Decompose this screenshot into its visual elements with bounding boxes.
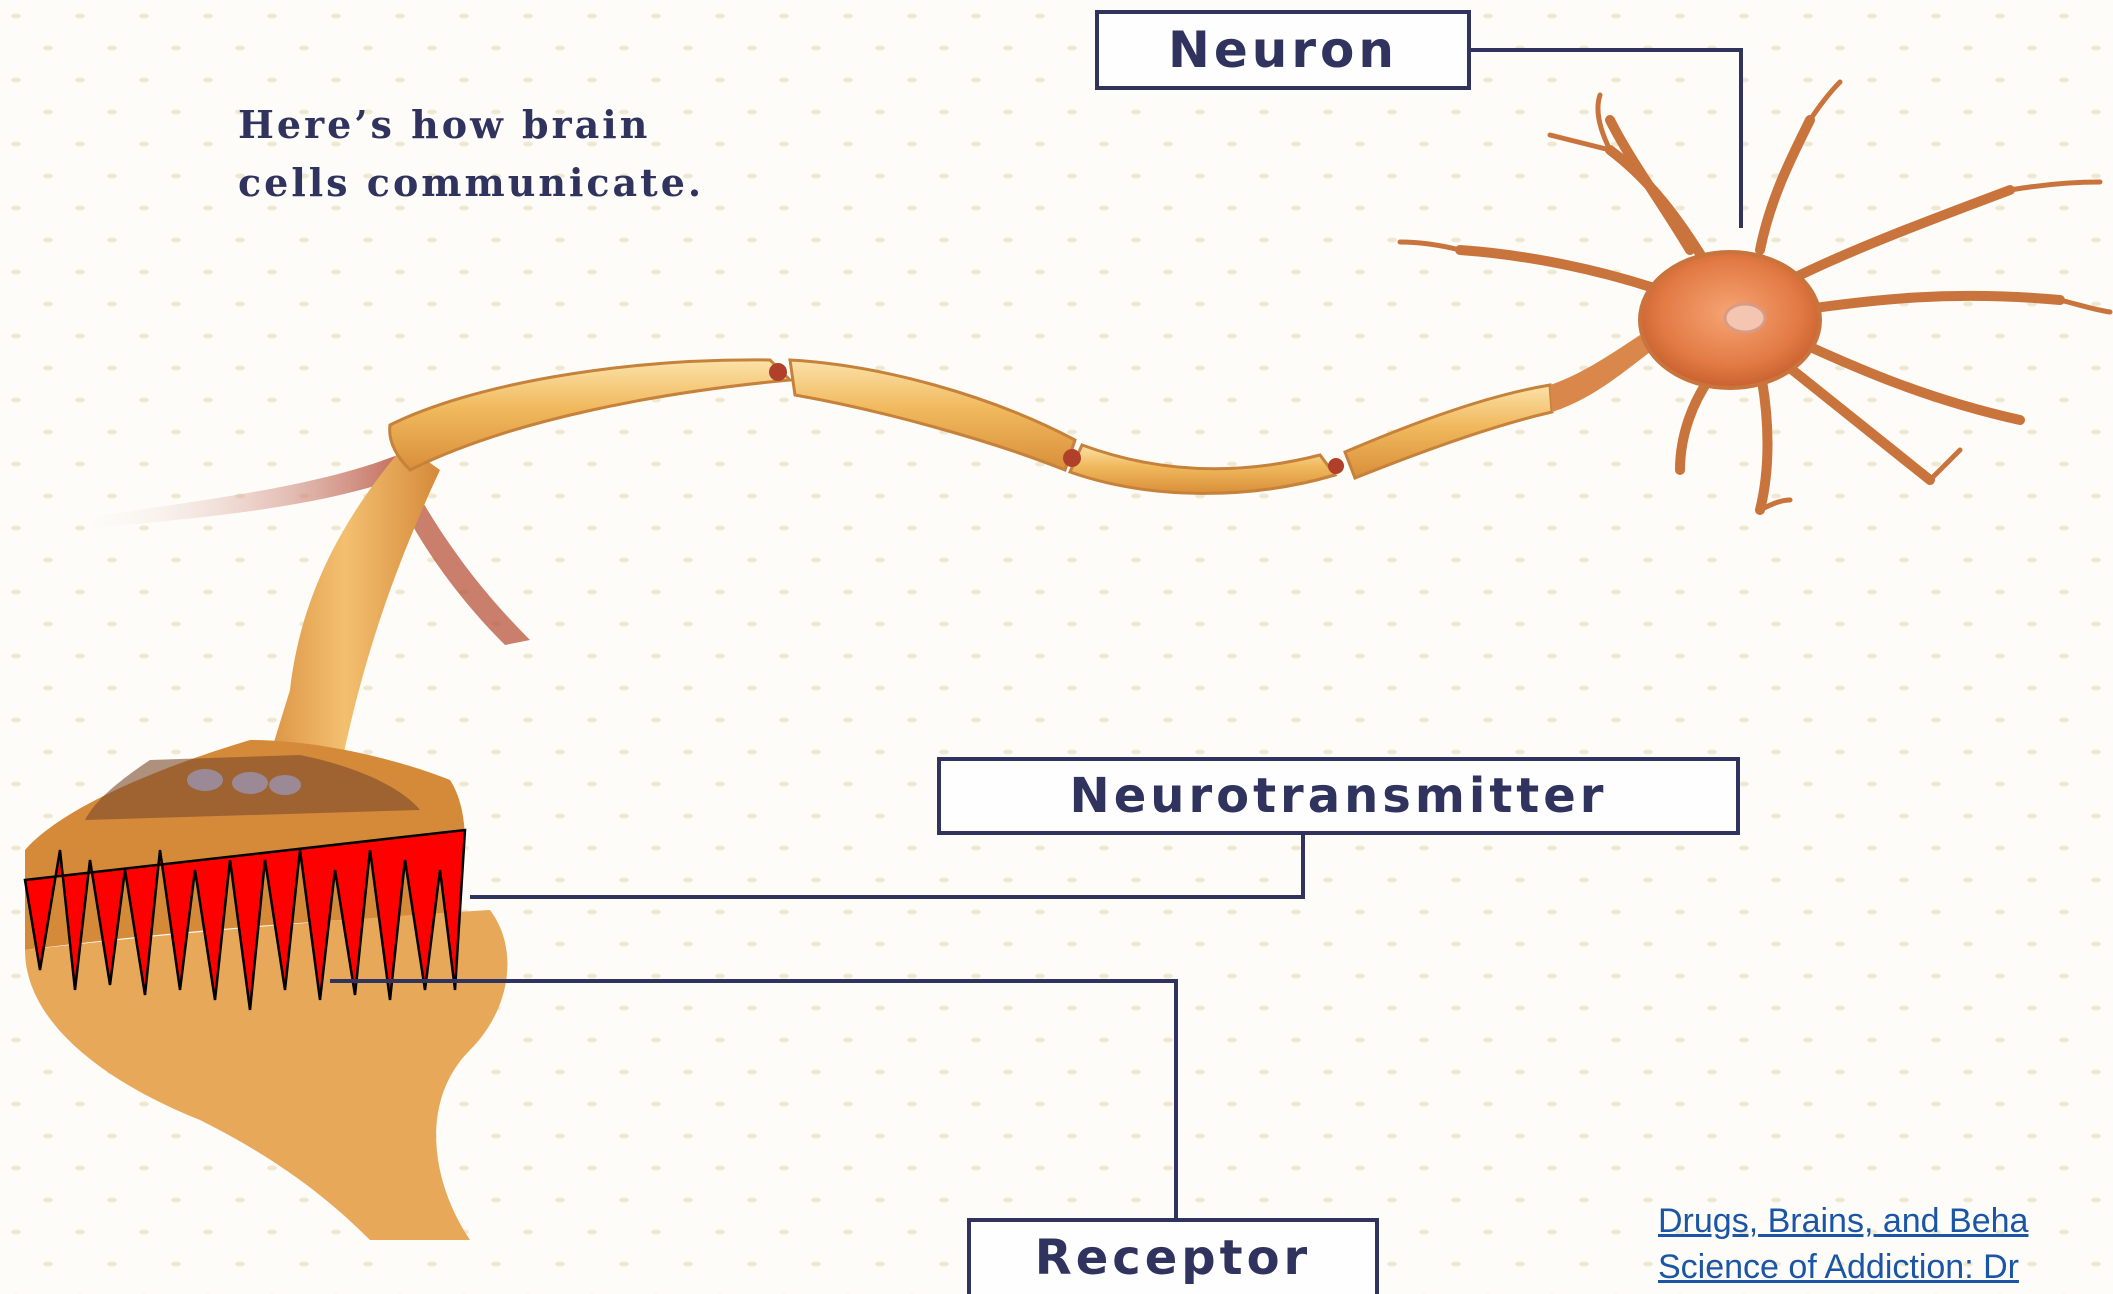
heading-line-2: cells communicate. [238,154,704,212]
heading-line-1: Here’s how brain [238,96,704,154]
diagram-heading: Here’s how brain cells communicate. [238,96,704,212]
citation-link[interactable]: Drugs, Brains, and Beha Science of Addic… [1658,1198,2028,1290]
neuron-label: Neuron [1095,10,1471,90]
neurotransmitter-label: Neurotransmitter [937,757,1740,835]
receptor-label: Receptor [967,1218,1379,1294]
citation-line-1[interactable]: Drugs, Brains, and Beha [1658,1198,2028,1244]
citation-line-2[interactable]: Science of Addiction: Dr [1658,1244,2028,1290]
